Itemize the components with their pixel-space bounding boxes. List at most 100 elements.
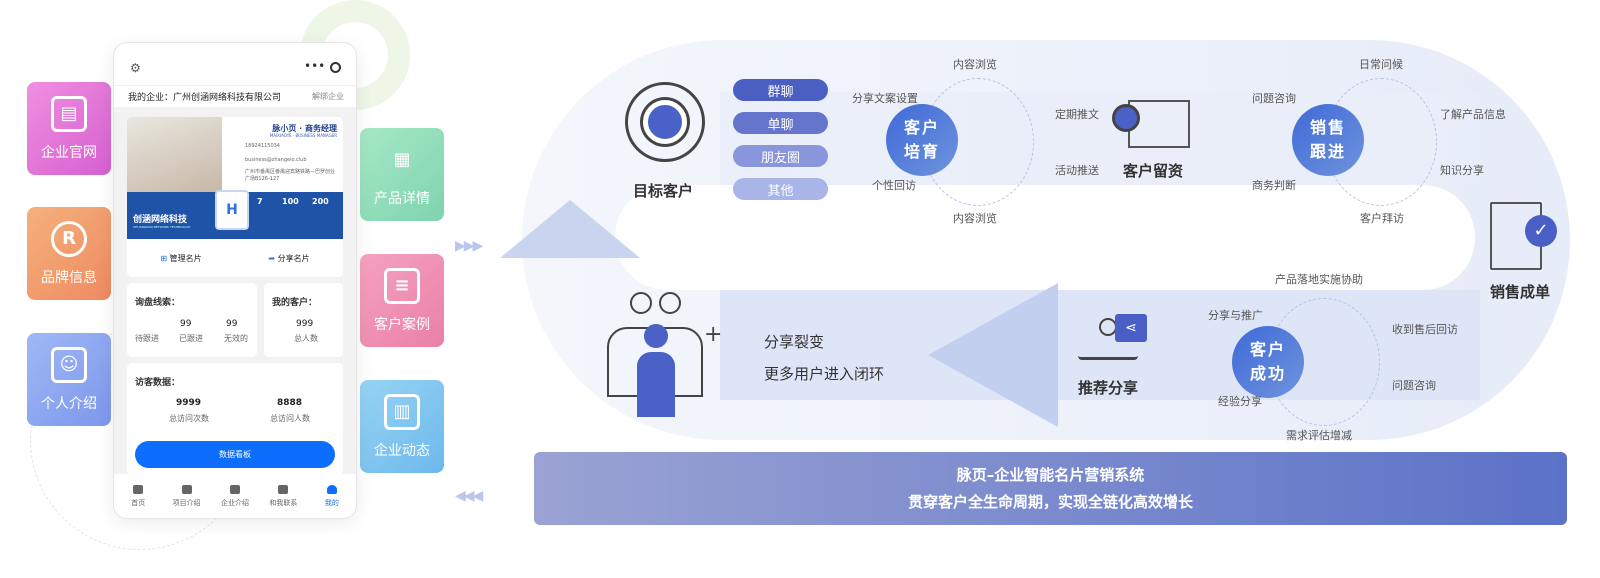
follow-bubble: 销售跟进 <box>1292 104 1364 176</box>
nurture-label: 个性回访 <box>872 179 916 192</box>
fission-line: 分享裂变 <box>764 333 825 351</box>
success-label: 经验分享 <box>1218 395 1262 408</box>
tile-personal-intro[interactable]: ☺ 个人介绍 <box>27 333 111 426</box>
customers-label: 总人数 <box>294 334 318 343</box>
nav-label: 我的 <box>324 498 339 507</box>
nav-label: 首页 <box>131 498 146 507</box>
track-hole <box>615 185 1475 290</box>
news-icon: ▥ <box>384 393 420 430</box>
channel-label: 朋友圈 <box>760 150 800 166</box>
share-label: 分享名片 <box>277 253 310 263</box>
lead-label: 待跟进 <box>135 334 159 343</box>
deal-label: 销售成单 <box>1490 283 1551 301</box>
success-bubble: 客户成功 <box>1232 326 1304 398</box>
banner-title: 脉页–企业智能名片营销系统 <box>956 466 1145 484</box>
id-card-icon: ☺ <box>51 346 87 383</box>
channel-pill: 朋友圈 <box>733 145 828 167</box>
follow-label: 了解产品信息 <box>1440 108 1506 121</box>
tile-case-study[interactable]: ≡ 客户案例 <box>360 254 444 347</box>
channel-pill: 其他 <box>733 178 828 200</box>
leads-title: 询盘线索： <box>135 298 181 308</box>
card-email: business@zhangeio.club <box>245 157 307 163</box>
recommend-label: 推荐分享 <box>1078 379 1139 397</box>
company-label: 我的企业：广州创涵网络科技有限公司 <box>128 93 282 103</box>
visitor-value: 9999 <box>176 398 202 408</box>
leads-card[interactable]: 询盘线索： 99 99 待跟进 已跟进 无效的 <box>127 283 257 357</box>
card-phone: 18924115034 <box>245 143 280 149</box>
nav-projects[interactable]: 项目介绍 <box>162 474 210 518</box>
registered-icon: R <box>51 220 87 257</box>
chevrons-left-icon: ◀◀◀ <box>455 488 483 504</box>
bubble-text: 成功 <box>1249 364 1286 383</box>
lead-value: 99 <box>180 319 192 329</box>
qr-code: H <box>215 190 249 230</box>
system-banner: 脉页–企业智能名片营销系统 贯穿客户全生命周期，实现全链化高效增长 <box>534 452 1567 525</box>
tile-company-news[interactable]: ▥企业动态 <box>360 380 444 473</box>
bottom-nav: 首页 项目介绍 企业介绍 和我联系 我的 <box>114 474 356 518</box>
flow-arrow-up <box>500 200 640 258</box>
success-label: 需求评估增减 <box>1286 429 1352 442</box>
card-brand-en: CHUANGHAN NETWORK TECHNOLOGY <box>133 225 191 229</box>
follow-label: 知识分享 <box>1440 164 1484 177</box>
follow-label: 客户拜访 <box>1360 212 1404 225</box>
tile-product-detail[interactable]: ▦ 产品详情 <box>360 128 444 221</box>
bubble-text: 跟进 <box>1309 142 1346 161</box>
share-card-button[interactable]: ➦ 分享名片 <box>268 253 309 264</box>
nurture-label: 定期推文 <box>1055 108 1099 121</box>
nav-label: 企业介绍 <box>221 498 250 507</box>
banner-subtitle: 贯穿客户全生命周期，实现全链化高效增长 <box>907 493 1193 511</box>
visitors-title: 访客数据： <box>135 378 181 388</box>
nav-label: 和我联系 <box>269 498 298 507</box>
nav-mine[interactable]: 我的 <box>308 474 356 518</box>
follow-label: 日常问候 <box>1359 58 1403 71</box>
tile-label: 客户案例 <box>374 316 430 333</box>
home-icon <box>133 484 144 494</box>
card-address: 广州市番禺区番禺迎宾路铁路—巴罗创业广场B126-127 <box>245 169 336 182</box>
nav-label: 项目介绍 <box>172 498 201 507</box>
success-label: 产品落地实施协助 <box>1275 273 1363 286</box>
tile-label: 产品详情 <box>374 190 430 207</box>
customers-value: 999 <box>296 319 314 329</box>
card-name-en: MAIXIAOYE · BUSINESS MANAGER <box>269 133 337 138</box>
dashboard-button[interactable]: 数据看板 <box>135 441 335 468</box>
manage-card-button[interactable]: ⊞ 管理名片 <box>160 253 201 264</box>
nav-contact[interactable]: 和我联系 <box>259 474 307 518</box>
chevrons-right-icon: ▶▶▶ <box>455 238 483 254</box>
flow-arrow-left <box>928 283 1058 427</box>
follow-label: 问题咨询 <box>1252 92 1296 105</box>
check-icon: ✓ <box>1525 215 1557 247</box>
manage-label: 管理名片 <box>169 253 202 263</box>
channel-label: 其他 <box>767 183 794 199</box>
success-label: 分享与推广 <box>1208 309 1263 322</box>
visitors-card: 访客数据： 9999 总访问次数 8888 总访问人数 数据看板 <box>127 363 343 475</box>
close-mini-icon[interactable] <box>330 62 341 73</box>
customers-card[interactable]: 我的客户： 999 总人数 <box>264 283 343 357</box>
group-icon: + <box>607 292 722 417</box>
share-icon: ➦ <box>268 253 278 263</box>
building-icon: ▤ <box>51 95 87 132</box>
target-customer-label: 目标客户 <box>633 182 694 200</box>
magnifier-icon <box>1112 104 1140 132</box>
tile-label: 个人介绍 <box>41 395 97 412</box>
success-label: 收到售后回访 <box>1392 323 1458 336</box>
retain-label: 客户留资 <box>1123 162 1184 180</box>
tile-company-site[interactable]: ▤ 企业官网 <box>27 82 111 175</box>
channel-label: 单聊 <box>767 117 794 133</box>
visitor-label: 总访问次数 <box>169 414 209 423</box>
lead-label: 已跟进 <box>179 334 203 343</box>
fission-line: 更多用户进入闭环 <box>764 365 885 383</box>
nurture-label: 分享文案设置 <box>852 92 918 105</box>
tile-label: 企业官网 <box>41 144 97 161</box>
grid-icon: ▦ <box>393 149 411 170</box>
unbind-link[interactable]: 解绑企业 <box>312 92 344 101</box>
more-icon[interactable]: ••• <box>304 59 326 73</box>
document-icon: ≡ <box>384 267 420 304</box>
nav-home[interactable]: 首页 <box>114 474 162 518</box>
settings-icon[interactable]: ⚙ <box>130 61 141 75</box>
book-icon <box>181 484 192 494</box>
visitor-label: 总访问人数 <box>270 414 310 423</box>
lead-label: 无效的 <box>224 334 248 343</box>
card-stat: 100 <box>282 197 299 206</box>
nav-company[interactable]: 企业介绍 <box>211 474 259 518</box>
